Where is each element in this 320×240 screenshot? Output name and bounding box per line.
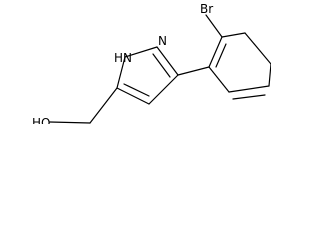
bond-n2-c3 xyxy=(156,46,179,76)
atom-label-n: N xyxy=(158,34,167,48)
atom-label-ho: HO xyxy=(32,116,50,124)
bond-c3-c4 xyxy=(148,74,179,105)
bond-c3-phenyl xyxy=(177,66,210,76)
bond-ph6-br xyxy=(205,14,223,38)
bond-ph5-ph6 xyxy=(221,32,246,38)
bond-ch2-o xyxy=(49,121,91,124)
bond-c4-c5-double xyxy=(123,83,150,97)
bond-n1-n2 xyxy=(124,46,158,58)
bond-ph6-ph1-double xyxy=(215,43,227,68)
bond-n2-c3-double xyxy=(152,53,171,78)
atom-label-br: Br xyxy=(200,2,213,16)
bond-ph3-ph4 xyxy=(268,63,271,87)
diagram-canvas: Br HN N HO xyxy=(0,0,271,124)
bond-c5-ch2 xyxy=(89,87,118,124)
bond-ph4-ph5 xyxy=(244,32,271,65)
chemical-structure: Br HN N HO xyxy=(32,2,271,124)
bond-c5-n1 xyxy=(116,56,126,89)
bond-ph6-ph1 xyxy=(208,36,223,68)
atom-label-nh: HN xyxy=(114,51,132,65)
bond-ph2-ph3 xyxy=(228,85,270,93)
bond-c4-c5 xyxy=(116,87,150,105)
bond-ph2-ph3-double xyxy=(232,94,266,100)
bond-ph1-ph2 xyxy=(208,66,230,93)
